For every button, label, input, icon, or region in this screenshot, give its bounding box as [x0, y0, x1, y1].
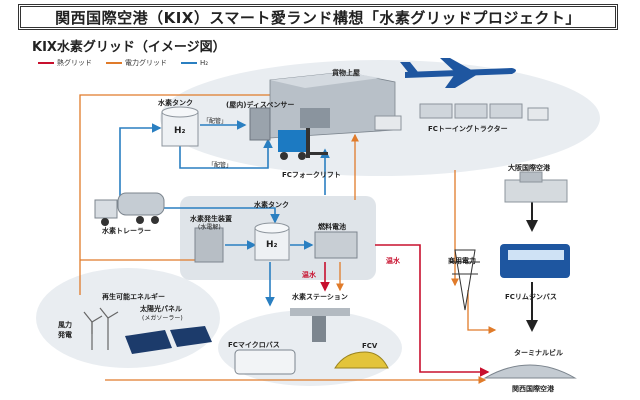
- label-solar-sub: (メガソーラー): [142, 315, 183, 322]
- h2-tank-mid-icon: [254, 222, 290, 261]
- legend-h2-line: [181, 62, 197, 64]
- label-h2-station: 水素ステーション: [292, 293, 348, 301]
- label-kix: 関西国際空港: [512, 385, 554, 393]
- label-commercial-power: 商用電力: [448, 257, 476, 265]
- heat-line-terminal: [375, 244, 490, 377]
- label-fuel-cell: 燃料電池: [318, 223, 346, 231]
- legend-h2-label: H₂: [200, 59, 209, 67]
- h2-line-trailer-midtank: [150, 207, 280, 224]
- label-h2-tank-mid: 水素タンク: [254, 201, 289, 209]
- label-wind: 風力: [58, 321, 72, 329]
- label-fc-towing: FCトーイングトラクター: [428, 125, 508, 133]
- diagram-subtitle: KIX水素グリッド（イメージ図）: [32, 40, 226, 55]
- label-renewable: 再生可能エネルギー: [102, 293, 165, 301]
- label-trailer: 水素トレーラー: [102, 227, 151, 235]
- h2-line-trailer-tank: [119, 123, 162, 200]
- fc-towing-tractor-icon: [419, 103, 549, 121]
- legend-power-label: 電力グリッド: [125, 59, 167, 67]
- h2-generator-icon: [194, 227, 224, 263]
- label-cargo: 貨物上屋: [332, 69, 360, 77]
- solar-panel-icon: [125, 326, 212, 354]
- h2-trailer-icon: [94, 192, 165, 226]
- label-wind-sub: 発電: [58, 331, 72, 339]
- osaka-airport-icon: [504, 171, 568, 203]
- power-line-commercial: [467, 290, 497, 334]
- power-tower-icon: [450, 249, 480, 311]
- fc-microbus-icon: [234, 349, 296, 375]
- wind-turbine-icon: [83, 307, 119, 350]
- legend-power: 電力グリッド: [106, 58, 167, 68]
- label-pipe-2: 「配管」: [208, 162, 233, 169]
- legend: 熱グリッド 電力グリッド H₂: [38, 58, 208, 68]
- label-h2-symbol: H₂: [174, 126, 186, 136]
- label-fc-microbus: FCマイクロバス: [228, 341, 280, 349]
- label-terminal: ターミナルビル: [514, 349, 563, 357]
- h2-tank-top-icon: [161, 106, 199, 147]
- label-dispenser: (屋内)ディスペンサー: [226, 101, 295, 109]
- legend-heat-line: [38, 62, 54, 64]
- label-warm-water-1: 温水: [302, 271, 316, 279]
- renewable-area-bg: [36, 268, 220, 368]
- page-title: 関西国際空港（KIX）スマート愛ランド構想「水素グリッドプロジェクト」: [18, 4, 618, 30]
- legend-h2: H₂: [181, 58, 208, 68]
- h2-line-pipe: [179, 138, 273, 169]
- terminal-building-icon: [483, 364, 577, 379]
- h2-station-icon: [290, 308, 350, 342]
- label-solar: 太陽光パネル: [140, 305, 182, 313]
- fuel-cell-icon: [314, 231, 358, 259]
- label-fcv: FCV: [362, 342, 378, 350]
- label-fc-forklift: FCフォークリフト: [282, 171, 341, 179]
- label-h2-symbol-mid: H₂: [266, 240, 278, 250]
- label-h2-generator-sub: (水電解): [198, 224, 221, 231]
- label-pipe-1: 「配管」: [203, 118, 228, 125]
- label-h2-tank-top: 水素タンク: [158, 99, 193, 107]
- label-fc-limousine: FCリムジンバス: [505, 293, 557, 301]
- cargo-building: [269, 71, 396, 139]
- truck-icon: [374, 115, 402, 131]
- legend-heat-label: 熱グリッド: [57, 59, 92, 67]
- fcv-icon: [334, 351, 389, 369]
- fc-limousine-bus-icon: [500, 244, 570, 278]
- label-osaka-airport: 大阪国際空港: [508, 164, 550, 172]
- fc-forklift-icon: [278, 128, 328, 160]
- label-h2-generator: 水素発生装置: [190, 215, 232, 223]
- legend-power-line: [106, 62, 122, 64]
- dispenser-icon: [249, 107, 271, 141]
- label-warm-water-2: 温水: [386, 257, 400, 265]
- airplane-icon: [400, 58, 516, 88]
- legend-heat: 熱グリッド: [38, 58, 92, 68]
